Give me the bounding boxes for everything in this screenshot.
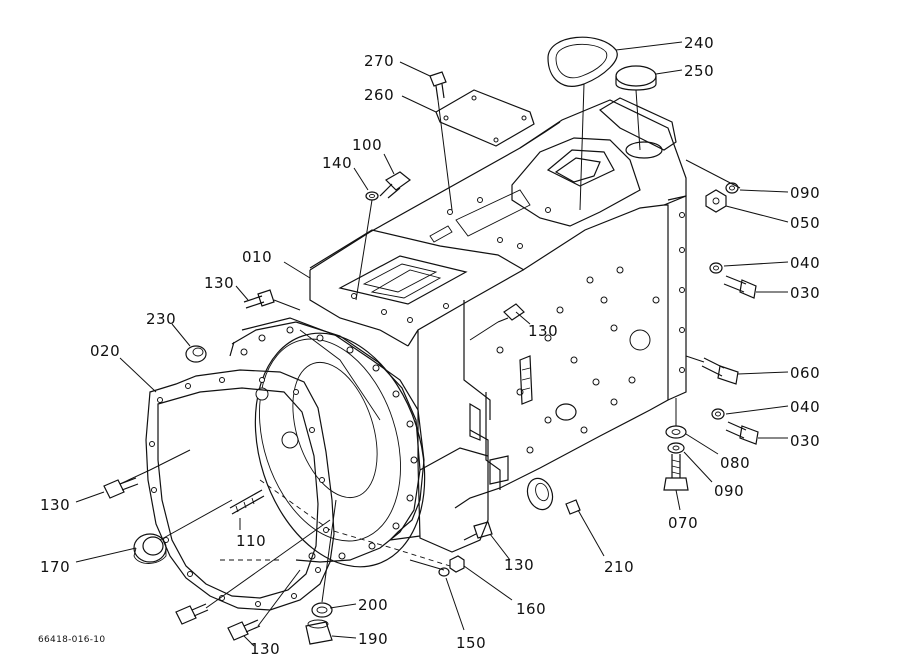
bolt-100 (379, 171, 411, 199)
nut-050 (705, 189, 727, 213)
transmission-housing (220, 97, 687, 568)
washer-080 (665, 425, 687, 439)
leader-lines (75, 41, 789, 647)
stud-110 (229, 489, 265, 515)
label-130-a: 130 (204, 274, 234, 292)
label-210: 210 (604, 558, 634, 576)
bolt-130-a (243, 289, 275, 309)
washer-150 (438, 567, 450, 577)
label-020: 020 (90, 342, 120, 360)
part-labels: 240 250 270 260 100 140 090 050 010 040 … (38, 34, 820, 658)
bolt-130-b (497, 303, 525, 323)
gasket-020 (145, 369, 335, 611)
bolt-030-bottom (725, 421, 759, 445)
label-250: 250 (684, 62, 714, 80)
plug-250 (615, 65, 657, 91)
label-240: 240 (684, 34, 714, 52)
label-140: 140 (322, 154, 352, 172)
label-190: 190 (358, 630, 388, 648)
bolt-130-c (103, 477, 139, 499)
label-130-b: 130 (528, 322, 558, 340)
label-050: 050 (790, 214, 820, 232)
label-110: 110 (236, 532, 266, 550)
drawing-reference-code: 66418-016-10 (38, 635, 105, 645)
bolt-270 (429, 71, 447, 101)
bolt-130-e (227, 619, 261, 641)
label-270: 270 (364, 52, 394, 70)
label-100: 100 (352, 136, 382, 154)
plug-230 (185, 345, 207, 363)
label-130-d: 130 (504, 556, 534, 574)
bolt-070 (663, 454, 689, 491)
label-150: 150 (456, 634, 486, 652)
label-160: 160 (516, 600, 546, 618)
label-170: 170 (40, 558, 70, 576)
cover-260 (435, 89, 535, 147)
label-090-top: 090 (790, 184, 820, 202)
label-260: 260 (364, 86, 394, 104)
label-010: 010 (242, 248, 272, 266)
bolt-130-f (463, 521, 493, 541)
bolt-130-d (175, 603, 209, 625)
label-090-bottom: 090 (714, 482, 744, 500)
bolt-060 (701, 357, 739, 385)
washer-090-bottom (667, 442, 685, 454)
label-060: 060 (790, 364, 820, 382)
bolt-210 (565, 499, 581, 515)
plug-190 (305, 619, 333, 645)
washer-140 (365, 191, 379, 201)
label-130-c: 130 (40, 496, 70, 514)
gasket-240 (547, 36, 618, 87)
label-040-bottom: 040 (790, 398, 820, 416)
washer-090-top (725, 182, 739, 194)
label-070: 070 (668, 514, 698, 532)
label-030-bottom: 030 (790, 432, 820, 450)
label-080: 080 (720, 454, 750, 472)
label-130-e: 130 (250, 640, 280, 658)
bolt-030-top (723, 275, 757, 299)
oil-seal-170 (133, 533, 167, 564)
label-040-top: 040 (790, 254, 820, 272)
label-230: 230 (146, 310, 176, 328)
washer-040-top (709, 262, 723, 274)
washer-200 (311, 602, 333, 618)
label-200: 200 (358, 596, 388, 614)
label-030-top: 030 (790, 284, 820, 302)
washer-040-bottom (711, 408, 725, 420)
nut-160 (449, 555, 465, 573)
